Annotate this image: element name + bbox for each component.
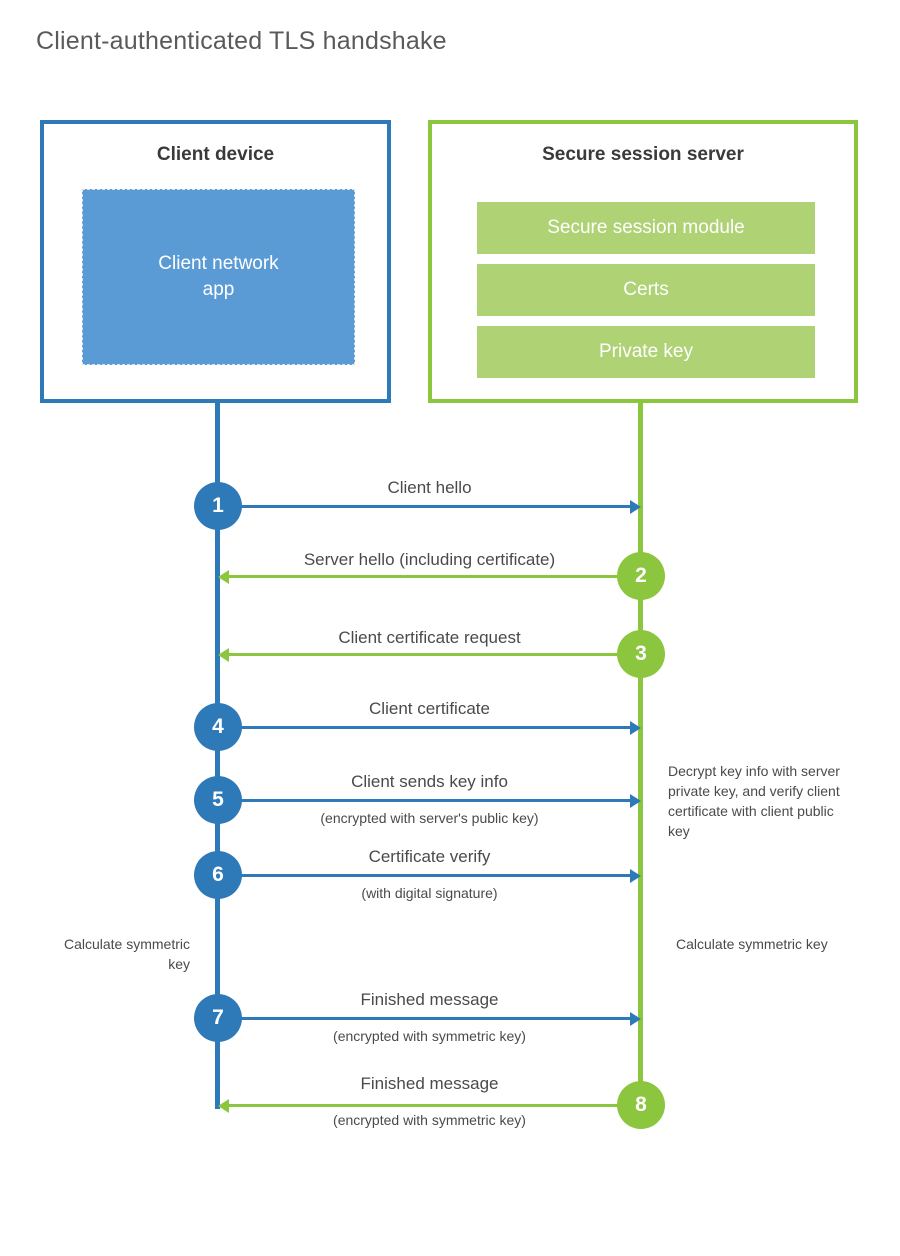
page-title: Client-authenticated TLS handshake	[36, 27, 447, 55]
client-device-title: Client device	[156, 144, 275, 165]
step-6-arrow	[218, 868, 641, 883]
step-number: 7	[212, 1006, 224, 1029]
step-2-marker[interactable]: 2	[617, 552, 665, 600]
server-component-label: Secure session module	[547, 217, 745, 238]
client-device-box: Client device Client network app	[40, 120, 391, 403]
step-number: 8	[635, 1093, 647, 1116]
step-1-marker[interactable]: 1	[194, 482, 242, 530]
step-7-label: Finished message	[360, 990, 499, 1009]
secure-session-server-title: Secure session server	[542, 144, 744, 165]
server-component-certs: Certs	[477, 264, 815, 316]
step-8-arrow	[218, 1098, 641, 1113]
arrow-head-right-icon	[630, 720, 641, 735]
step-5-sublabel: (encrypted with server's public key)	[320, 810, 539, 826]
server-component-label: Private key	[599, 341, 693, 362]
step-number: 1	[212, 494, 224, 517]
step-1-label: Client hello	[387, 478, 472, 497]
arrow-head-right-icon	[630, 868, 641, 883]
step-6-label: Certificate verify	[368, 847, 491, 866]
arrow-head-right-icon	[630, 793, 641, 808]
step-number: 2	[635, 564, 647, 587]
step-4-label: Client certificate	[369, 699, 490, 718]
step-3-label: Client certificate request	[338, 628, 521, 647]
step-5-label: Client sends key info	[351, 772, 508, 791]
arrow-head-left-icon	[218, 647, 229, 662]
arrow-head-left-icon	[218, 1098, 229, 1113]
step-5-arrow	[218, 793, 641, 808]
step-7-arrow	[218, 1011, 641, 1026]
step-7-marker[interactable]: 7	[194, 994, 242, 1042]
step-number: 5	[212, 788, 224, 811]
client-calculate-note: Calculate symmetric key	[63, 936, 190, 972]
server-component-secure-session-module: Secure session module	[477, 202, 815, 254]
server-lifeline	[638, 399, 643, 1109]
step-number: 3	[635, 642, 647, 665]
step-6-marker[interactable]: 6	[194, 851, 242, 899]
arrow-head-right-icon	[630, 499, 641, 514]
step-4-arrow	[218, 720, 641, 735]
step-7-sublabel: (encrypted with symmetric key)	[333, 1028, 526, 1044]
step-3-marker[interactable]: 3	[617, 630, 665, 678]
server-component-private-key: Private key	[477, 326, 815, 378]
step-2-arrow	[218, 569, 641, 584]
client-lifeline	[215, 399, 220, 1109]
server-calculate-note: Calculate symmetric key	[676, 936, 828, 952]
arrow-head-left-icon	[218, 569, 229, 584]
step-4-marker[interactable]: 4	[194, 703, 242, 751]
server-component-label: Certs	[623, 279, 669, 300]
step-3-arrow	[218, 647, 641, 662]
step-8-marker[interactable]: 8	[617, 1081, 665, 1129]
step-8-label: Finished message	[360, 1074, 499, 1093]
secure-session-server-box: Secure session server Secure session mod…	[428, 120, 858, 403]
server-decrypt-note: Decrypt key info with server private key…	[668, 763, 840, 839]
client-network-app-label: Client network app	[158, 253, 279, 300]
step-8-sublabel: (encrypted with symmetric key)	[333, 1112, 526, 1128]
step-2-label: Server hello (including certificate)	[303, 550, 556, 569]
step-5-marker[interactable]: 5	[194, 776, 242, 824]
client-network-app-block: Client network app	[82, 189, 355, 365]
step-number: 4	[212, 715, 224, 738]
arrow-head-right-icon	[630, 1011, 641, 1026]
step-1-arrow	[218, 499, 641, 514]
step-6-sublabel: (with digital signature)	[361, 885, 498, 901]
step-number: 6	[212, 863, 224, 886]
